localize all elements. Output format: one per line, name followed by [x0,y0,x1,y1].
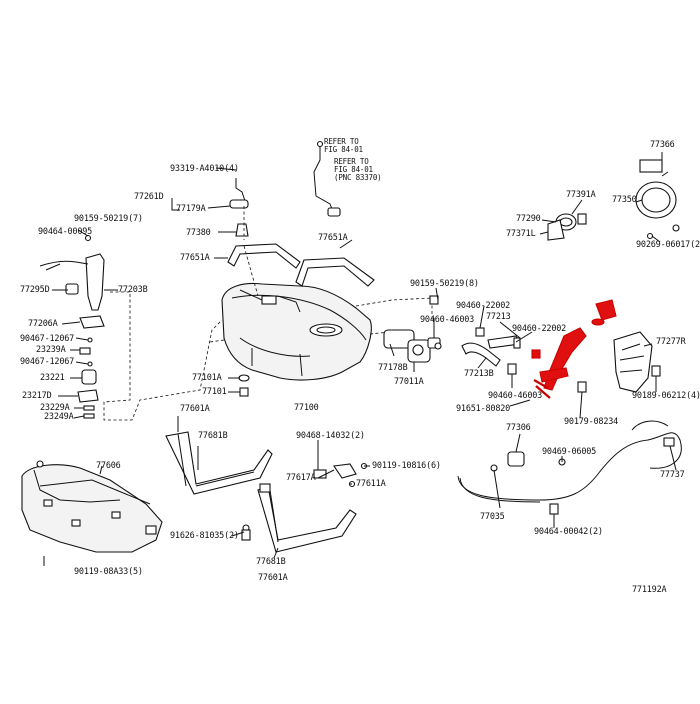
label-77601A-top: 77601A [180,404,210,414]
label-77606: 77606 [96,461,121,471]
label-90159-8: 90159-50219(8) [410,279,479,289]
fuel-door-77350 [635,159,680,240]
misc-bolts [238,295,439,397]
label-77100: 77100 [294,403,319,413]
ref-note-1-line2: FIG 84-01 [324,144,363,154]
label-90460-46003-b: 90460-46003 [488,391,543,401]
label-90119-5: 90119-08A33(5) [74,567,143,577]
ref-note-2-line1: REFER TO [334,157,369,166]
label-77213B: 77213B [464,369,494,379]
label-90467-a: 90467-12067 [20,334,75,344]
label-77617A: 77617A [286,473,316,483]
label-77380: 77380 [186,228,211,238]
label-77179A: 77179A [176,204,206,214]
label-77203B: 77203B [118,285,148,295]
label-77306: 77306 [506,423,531,433]
lid-cable-77035 [457,420,682,515]
strap-77651A [227,243,375,287]
label-77290: 77290 [516,214,541,224]
ref-note-1-line1: REFER TO [324,137,359,146]
label-91651: 91651-80820 [456,404,511,414]
label-91626: 91626-81035(2) [170,531,239,541]
label-23229A: 23229A [40,403,70,413]
label-77206A: 77206A [28,319,58,329]
fuel-tank-77100 [221,282,372,381]
label-90464-95: 90464-00095 [38,227,93,237]
label-77681B-top: 77681B [198,431,228,441]
filler-neck-highlight [531,299,617,399]
label-90179: 90179-08234 [564,417,619,427]
label-77651A-left: 77651A [180,253,210,263]
tank-band-77601A-upper [165,431,273,495]
label-77651A-top: 77651A [318,233,348,243]
label-90269: 90269-06017(2) [636,240,700,250]
tank-band-77601A-lower [257,483,357,553]
label-90468: 90468-14032(2) [296,431,365,441]
label-77737: 77737 [660,470,685,480]
label-77277R: 77277R [656,337,686,347]
label-90464-42: 90464-00042(2) [534,527,603,537]
label-77213: 77213 [486,312,511,322]
label-77035: 77035 [480,512,505,522]
label-90159-7: 90159-50219(7) [74,214,143,224]
label-77681B-bot: 77681B [256,557,286,567]
gauge-tube [313,140,341,217]
bracket-77277R [577,331,661,393]
label-23217D: 23217D [22,391,52,401]
label-77601A-bot: 77601A [258,573,288,583]
label-90460-22002-b: 90460-22002 [512,324,567,334]
label-leaders [43,152,677,566]
label-90189: 90189-06212(4) [632,391,700,401]
label-93319: 93319-A4010(4) [170,164,239,174]
label-77178B: 77178B [378,363,408,373]
label-90460-22002-a: 90460-22002 [456,301,511,311]
label-77611A: 77611A [356,479,386,489]
label-90460-46003-a: 90460-46003 [420,315,475,325]
label-23221: 23221 [40,373,65,383]
label-77261D: 77261D [134,192,164,202]
label-77350: 77350 [612,195,637,205]
label-77371L: 77371L [506,229,536,239]
label-77101A: 77101A [192,373,222,383]
label-77295D: 77295D [20,285,50,295]
label-77366: 77366 [650,140,675,150]
label-90467-b: 90467-12067 [20,357,75,367]
diagram-id: 771192A [632,585,667,595]
ref-note-2-line2: FIG 84-01 [334,164,373,174]
label-23239A: 23239A [36,345,66,355]
label-90119-6: 90119-10816(6) [372,461,441,471]
label-77101: 77101 [202,387,227,397]
ref-note-2-line3: (PNC 83370) [334,172,382,182]
label-77391A: 77391A [566,190,596,200]
cutoff-valve-77011A [383,329,441,363]
sender-gauge-77261D [229,178,249,237]
hose-77213 [434,327,521,375]
label-77011A: 77011A [394,377,424,387]
label-23249A: 23249A [44,412,74,422]
skid-plate-77606 [21,460,163,553]
label-90469: 90469-06005 [542,447,597,457]
fuel-door-hinge-77290 [547,213,587,241]
